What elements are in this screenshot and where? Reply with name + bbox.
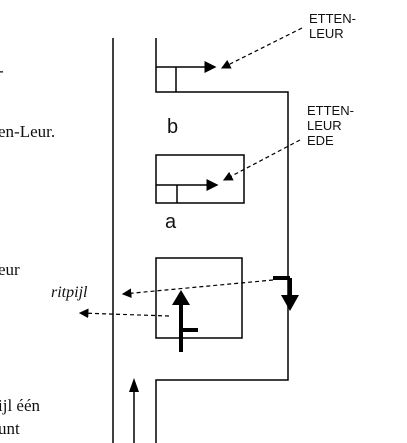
label-b: b	[167, 116, 179, 138]
thick-down-arrow	[273, 276, 299, 311]
callout-ritpijl-2	[78, 308, 170, 319]
callout-etten-leur-top	[220, 27, 303, 69]
text-fragment: en-Leur.	[0, 122, 56, 141]
text-fragment: ijl één	[0, 396, 41, 415]
label-etten-leur-ede: ETTEN- LEUR EDE	[307, 103, 354, 148]
signal-etten-leur-ede	[156, 179, 219, 203]
box-a	[155, 257, 243, 339]
signal-etten-leur-top	[156, 61, 217, 92]
thick-up-arrow	[172, 290, 198, 352]
label-a: a	[165, 211, 177, 233]
text-fragment: unt	[0, 419, 20, 438]
label-ritpijl: ritpijl	[51, 284, 88, 301]
track-up-arrow	[129, 378, 139, 443]
text-fragment: -	[0, 62, 4, 79]
callout-ritpijl-1	[121, 279, 274, 298]
callout-etten-leur-ede	[222, 139, 301, 181]
text-fragment: eur	[0, 260, 20, 279]
right-track-wall	[155, 38, 289, 443]
box-ede	[155, 154, 245, 204]
label-etten-leur-top: ETTEN- LEUR	[309, 11, 356, 41]
